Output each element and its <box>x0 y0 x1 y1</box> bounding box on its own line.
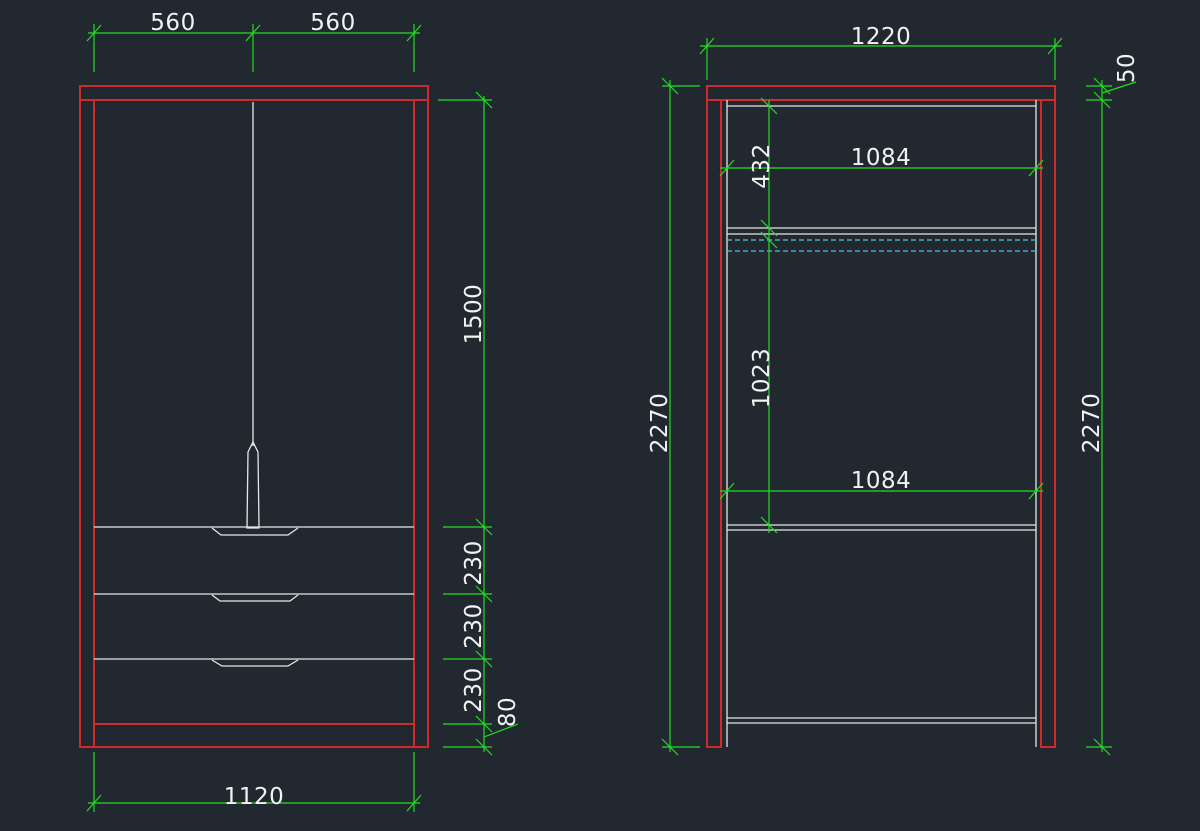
dim-label-drawer-2: 230 <box>461 603 487 648</box>
tick <box>699 37 715 55</box>
tick <box>1093 738 1111 756</box>
top-thickness-leader <box>1101 81 1137 94</box>
dim-label-inner-width-lower: 1084 <box>851 468 912 494</box>
plinth-leader <box>483 723 519 738</box>
dim-label-top-thickness: 50 <box>1114 53 1140 83</box>
tick <box>86 24 102 42</box>
tick <box>1093 91 1111 109</box>
side-interior-lines <box>726 100 1037 747</box>
side-cabinet-carcass <box>706 85 1056 748</box>
dim-label-overall-width: 1220 <box>851 24 912 50</box>
tick <box>1028 159 1044 177</box>
tick <box>760 231 778 249</box>
dim-label-upper-height: 1500 <box>461 284 487 345</box>
tick <box>760 219 778 237</box>
front-elevation-view: 560 560 1120 1500 230 230 230 80 <box>79 10 521 812</box>
drawer-2-handle <box>211 594 299 602</box>
front-dimension-lines <box>86 24 519 812</box>
tick <box>475 738 493 756</box>
tick <box>475 518 493 536</box>
tick <box>1028 482 1044 500</box>
dim-label-bottom: 1120 <box>224 784 285 810</box>
door-handle <box>246 440 260 529</box>
dim-label-top-right: 560 <box>310 10 355 36</box>
tick <box>719 482 735 500</box>
dim-label-drawer-1: 230 <box>461 540 487 585</box>
tick <box>475 715 493 733</box>
drawer-3-handle <box>211 659 299 667</box>
dim-label-left-height: 2270 <box>647 393 673 454</box>
tick <box>475 585 493 603</box>
front-cabinet-carcass <box>79 85 429 748</box>
tick <box>475 650 493 668</box>
side-dimension-lines <box>661 37 1137 756</box>
side-right-panel <box>1040 99 1056 748</box>
side-dimension-labels: 1220 50 2270 2270 1084 1084 432 1023 <box>647 24 1140 494</box>
side-top-panel <box>706 85 1056 101</box>
tick <box>661 738 679 756</box>
dim-label-drawer-3: 230 <box>461 667 487 712</box>
tick <box>245 24 261 42</box>
tick <box>661 77 679 95</box>
dim-label-top-left: 560 <box>150 10 195 36</box>
dim-label-right-height: 2270 <box>1079 393 1105 454</box>
drawer-1-handle <box>211 527 299 536</box>
tick <box>406 794 422 812</box>
side-left-panel <box>706 99 722 748</box>
dim-label-inner-width-top: 1084 <box>851 145 912 171</box>
tick <box>475 91 493 109</box>
hanging-rail-hidden-lines <box>727 239 1036 252</box>
dim-label-plinth: 80 <box>495 697 521 727</box>
front-dimension-labels: 560 560 1120 1500 230 230 230 80 <box>150 10 521 810</box>
tick <box>86 794 102 812</box>
tick <box>760 97 778 115</box>
tick <box>719 159 735 177</box>
front-doors-and-drawers <box>94 102 414 667</box>
tick <box>1047 37 1063 55</box>
dim-label-hanging-space: 1023 <box>749 348 775 409</box>
front-outer-frame <box>79 85 429 748</box>
tick <box>406 24 422 42</box>
side-section-view: 1220 50 2270 2270 1084 1084 432 1023 <box>647 24 1140 756</box>
dim-label-top-compartment: 432 <box>749 143 775 188</box>
tick <box>760 516 778 534</box>
